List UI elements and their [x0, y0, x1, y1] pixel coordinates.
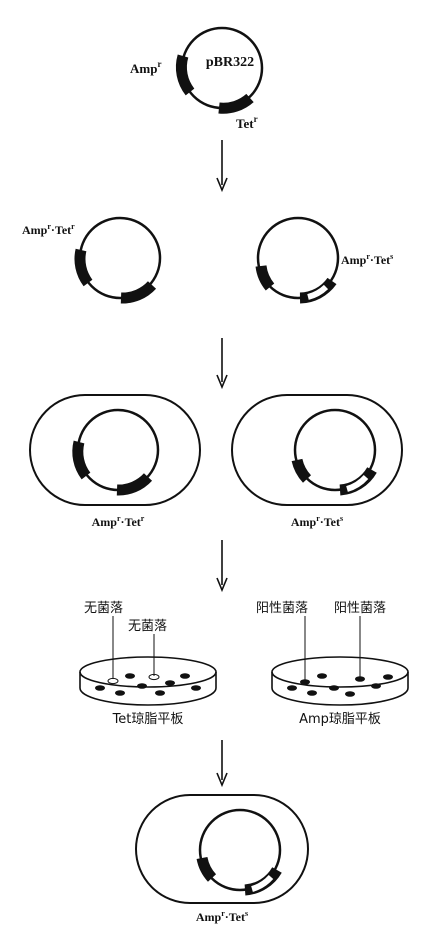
tet-plate-callout-1: 无菌落: [84, 601, 123, 616]
recombinant-plasmid-left: Ampr·Tetr: [22, 216, 162, 304]
tet-plate-callout-2: 无菌落: [128, 619, 167, 634]
tet-dish-rim: [79, 656, 217, 688]
amp-colony: [317, 673, 327, 679]
plate-amp: 阳性菌落 阳性菌落 Amp琼脂平板: [256, 601, 409, 727]
right-cell-membrane: [231, 394, 403, 506]
tet-gene-block: [218, 93, 254, 114]
amp-plate-callout-2: 阳性菌落: [334, 601, 386, 616]
final-cell-insert-gap: [251, 874, 274, 892]
tet-dish-wall: [79, 672, 217, 706]
tet-colony: [95, 685, 105, 691]
amp-colony: [345, 691, 355, 697]
amp-colony: [287, 685, 297, 691]
amp-plate-label: Amp琼脂平板: [299, 712, 381, 727]
left-amp-block: [74, 248, 93, 287]
amp-colony: [371, 683, 381, 689]
final-cell-genotype-label: Ampr·Tets: [196, 909, 248, 924]
tet-colony: [115, 690, 125, 696]
amp-colony-positive-1: [300, 679, 310, 685]
final-cell-plasmid-ring: [198, 808, 282, 892]
tet-plate-label: Tet琼脂平板: [112, 712, 184, 727]
plasmid-name-label: pBR322: [206, 55, 254, 70]
amp-colony: [329, 685, 339, 691]
tet-gene-label: Tetr: [236, 114, 258, 131]
cell-right: Ampr·Tets: [231, 394, 403, 529]
tet-colony: [125, 673, 135, 679]
arrow-step-4: [216, 740, 228, 788]
tet-colony: [155, 690, 165, 696]
tet-colony-empty-2: [148, 673, 160, 681]
left-tet-block: [120, 281, 157, 304]
amp-colony-positive-2: [355, 676, 365, 682]
final-cell-amp-block: [196, 856, 217, 882]
amp-colony: [383, 674, 393, 680]
final-cell-membrane: [135, 794, 309, 904]
amp-colony: [307, 690, 317, 696]
tet-colony: [191, 685, 201, 691]
left-genotype-label: Ampr·Tetr: [22, 222, 75, 237]
amp-dish-wall: [271, 672, 409, 706]
pbr322-plasmid: pBR322 Ampr Tetr: [130, 26, 264, 131]
amp-dish-rim: [271, 656, 409, 688]
left-cell-amp-block: [72, 440, 91, 480]
amp-gene-label: Ampr: [130, 59, 161, 76]
left-cell-membrane: [29, 394, 201, 506]
tet-colony: [137, 683, 147, 689]
right-cell-genotype-label: Ampr·Tets: [291, 514, 343, 529]
right-amp-block: [255, 265, 275, 291]
arrow-step-1: [216, 140, 228, 193]
arrow-step-2: [216, 338, 228, 390]
right-cell-insert-gap: [346, 474, 369, 492]
arrow-step-3: [216, 540, 228, 593]
amp-gene-block: [175, 54, 195, 96]
right-plasmid-ring: [256, 216, 340, 300]
right-cell-plasmid-ring: [293, 408, 377, 492]
recombinant-plasmid-right: Ampr·Tets: [255, 216, 393, 304]
amp-plate-callout-1: 阳性菌落: [256, 601, 308, 616]
final-cell: Ampr·Tets: [135, 794, 309, 924]
cell-left: Ampr·Tetr: [29, 394, 201, 529]
right-cell-amp-block: [291, 458, 312, 483]
right-insert-gap: [307, 284, 329, 300]
right-genotype-label: Ampr·Tets: [341, 252, 393, 267]
left-cell-tet-block: [116, 473, 153, 496]
tet-colony: [180, 673, 190, 679]
left-cell-genotype-label: Ampr·Tetr: [92, 514, 145, 529]
tet-colony-empty-1: [107, 677, 119, 685]
plate-tet: 无菌落 无菌落 Tet琼脂平板: [79, 601, 217, 727]
tet-colony: [165, 680, 175, 686]
